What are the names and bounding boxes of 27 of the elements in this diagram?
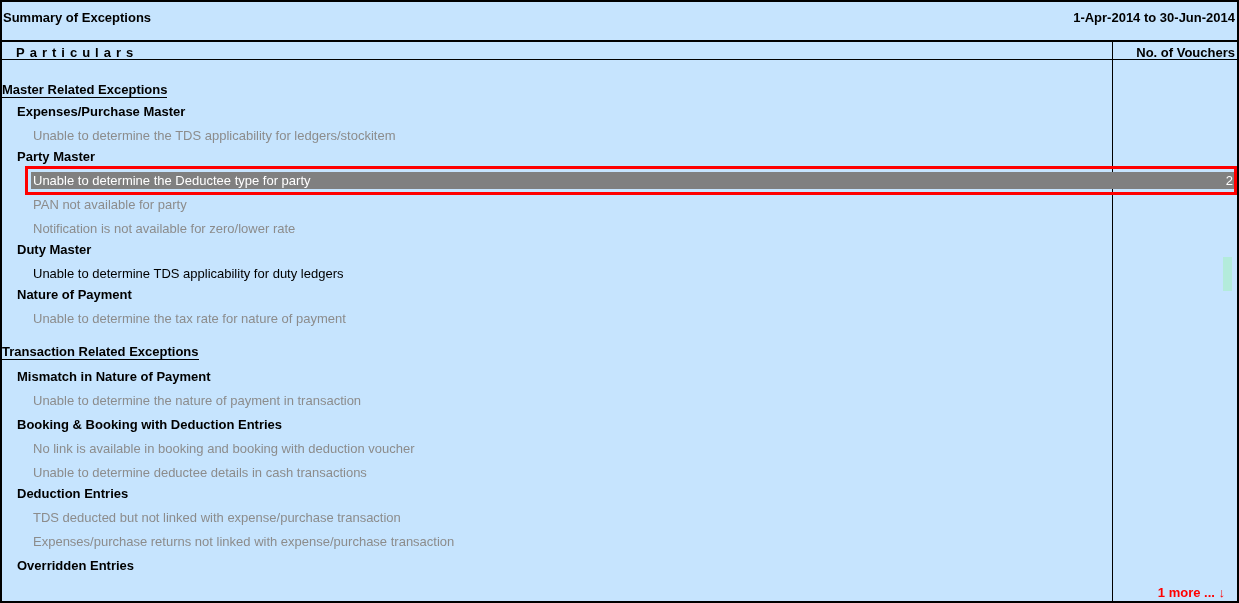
group-heading: Overridden Entries [17,558,135,574]
group-heading: Mismatch in Nature of Payment [17,369,211,385]
exception-item: TDS deducted but not linked with expense/purchase transaction [33,510,401,526]
exception-item: PAN not available for party [33,197,187,213]
group-heading: Duty Master [17,242,92,258]
group-heading: Expenses/Purchase Master [17,104,186,120]
more-items-indicator: 1 more ... ↓ [1157,585,1225,601]
section-heading: Master Related Exceptions [2,82,168,98]
group-heading: Party Master [17,149,96,165]
selected-exception-item: Unable to determine the Deductee type for party [33,173,311,189]
column-header: Particulars [16,45,139,61]
exception-item: Notification is not available for zero/lower rate [33,221,296,237]
section-heading: Transaction Related Exceptions [2,344,199,360]
column-header: No. of Vouchers [1136,45,1235,61]
exception-item: Unable to determine deductee details in cash transactions [33,465,367,481]
screen-title: Summary of Exceptions [3,10,152,26]
group-heading: Nature of Payment [17,287,132,303]
exception-item: Unable to determine the TDS applicability for ledgers/stockitem [33,128,396,144]
exception-item: No link is available in booking and booking with deduction voucher [33,441,415,457]
exception-item: Expenses/purchase returns not linked with expense/purchase transaction [33,534,455,550]
exception-item: Unable to determine the tax rate for nature of payment [33,311,346,327]
voucher-count: 2 [1225,173,1233,189]
exception-item: Unable to determine the nature of payment in transaction [33,393,362,409]
exception-item: Unable to determine TDS applicability for duty ledgers [33,266,344,282]
group-heading: Deduction Entries [17,486,129,502]
date-range: 1-Apr-2014 to 30-Jun-2014 [1073,10,1235,26]
group-heading: Booking & Booking with Deduction Entries [17,417,283,433]
